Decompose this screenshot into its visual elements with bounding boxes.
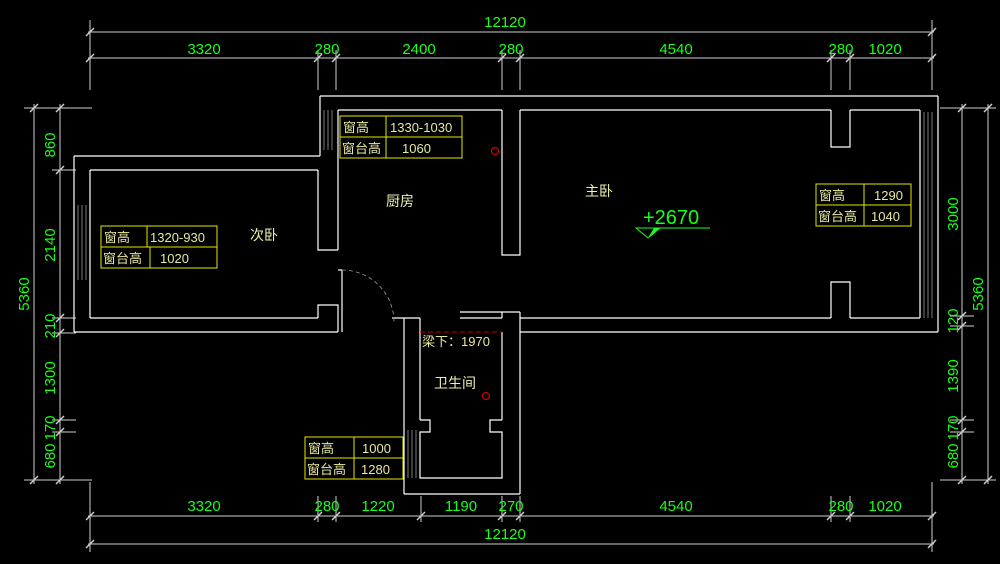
room-second-bedroom: 次卧 [250, 227, 278, 243]
windows [77, 110, 933, 478]
kitchen-sill-value: 1060 [402, 141, 431, 156]
dim-top-1: 3320 [187, 41, 220, 58]
dim-top-6: 280 [828, 41, 853, 58]
second-window-height-value: 1320-930 [150, 230, 205, 245]
window-table-bathroom [304, 436, 404, 480]
dim-bottom-3: 1220 [361, 498, 394, 515]
marker-kitchen [490, 146, 500, 156]
bathroom-sill-value: 1280 [361, 462, 390, 477]
dim-bottom-7: 280 [828, 498, 853, 515]
dim-top-2: 280 [314, 41, 339, 58]
window-table-second [100, 225, 218, 269]
second-sill-label: 窗台高 [103, 251, 142, 266]
dim-left-4: 1300 [42, 361, 59, 394]
bathroom-window-height-label: 窗高 [308, 441, 334, 456]
dim-left-6: 170 [42, 415, 59, 440]
elevation-triangle-fill [648, 228, 660, 238]
dim-bottom-8: 1020 [868, 498, 901, 515]
room-bathroom: 卫生间 [434, 375, 476, 391]
dim-right-5: 170 [945, 415, 962, 440]
room-master-bedroom: 主卧 [585, 183, 613, 199]
bottom-dimensions [85, 482, 937, 552]
master-sill-value: 1040 [871, 209, 900, 224]
dim-right-1: 3000 [945, 197, 962, 230]
master-sill-label: 窗台高 [818, 209, 857, 224]
dim-bottom-1: 3320 [187, 498, 220, 515]
left-dimensions [24, 103, 92, 485]
elevation-label: +2670 [643, 207, 699, 229]
room-kitchen: 厨房 [386, 193, 414, 209]
dim-left-total: 5360 [16, 277, 33, 310]
dim-bottom-5: 270 [498, 498, 523, 515]
dim-top-7: 1020 [868, 41, 901, 58]
dim-right-4: 680 [945, 443, 962, 468]
second-sill-value: 1020 [160, 251, 189, 266]
master-window-height-value: 1290 [874, 188, 903, 203]
marker-bathroom [481, 391, 491, 401]
kitchen-window-height-value: 1330-1030 [390, 120, 452, 135]
dim-bottom-4: 1190 [445, 498, 477, 515]
dim-bottom-6: 4540 [659, 498, 692, 515]
second-window-height-label: 窗高 [104, 230, 130, 245]
dim-top-total: 12120 [484, 14, 526, 31]
walls [73, 95, 939, 495]
bathroom-window-height-value: 1000 [362, 441, 391, 456]
dim-left-2: 2140 [42, 228, 59, 261]
window-table-kitchen [339, 115, 463, 159]
right-dimensions [940, 103, 996, 485]
dim-right-3: 1390 [945, 359, 962, 392]
dim-left-3: 210 [42, 313, 59, 338]
kitchen-window-height-label: 窗高 [343, 120, 369, 135]
dim-top-4: 280 [498, 41, 523, 58]
dim-left-1: 860 [42, 132, 59, 157]
dim-top-5: 4540 [659, 41, 692, 58]
dim-top-3: 2400 [402, 41, 435, 58]
top-dimensions [85, 20, 937, 90]
beam-label: 梁下：1970 [422, 334, 490, 349]
dim-left-5: 680 [42, 443, 59, 468]
kitchen-sill-label: 窗台高 [342, 141, 381, 156]
dim-right-2: 120 [945, 308, 962, 333]
dim-right-total: 5360 [970, 277, 987, 310]
dim-bottom-2: 280 [314, 498, 339, 515]
master-window-height-label: 窗高 [819, 188, 845, 203]
dim-bottom-total: 12120 [484, 526, 526, 543]
window-table-master [815, 183, 912, 227]
bathroom-sill-label: 窗台高 [307, 462, 346, 477]
